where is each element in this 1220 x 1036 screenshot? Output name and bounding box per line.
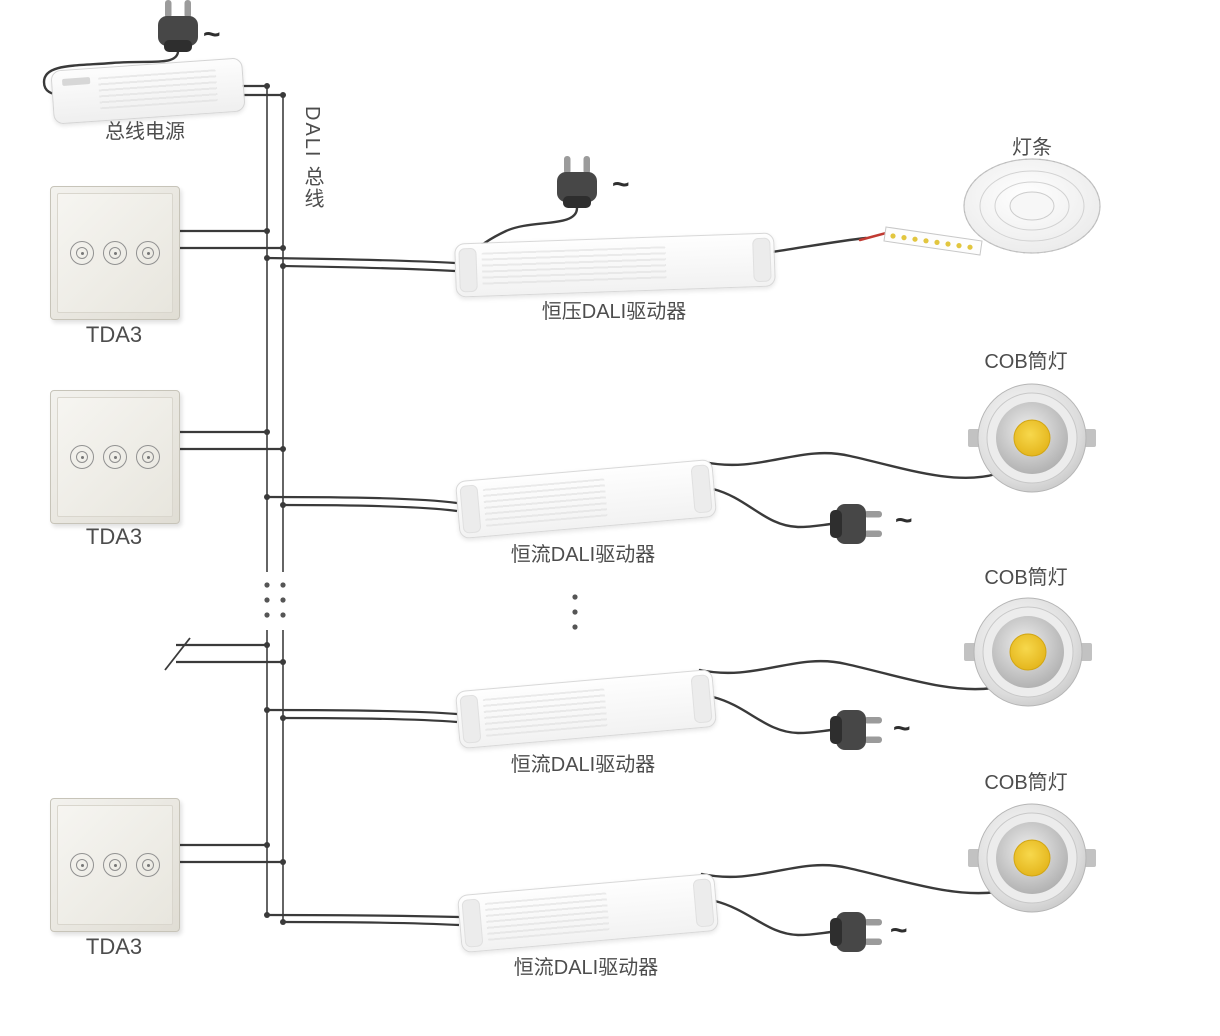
cv-driver-label: 恒压DALI驱动器 bbox=[541, 301, 687, 323]
driver-terminal-right bbox=[692, 878, 715, 928]
wire-driver4-cob bbox=[700, 863, 998, 895]
wire-bus-driver4-a bbox=[266, 913, 460, 919]
driver-terminal-left bbox=[459, 694, 482, 744]
ac-symbol-driver3: ~ bbox=[893, 712, 911, 745]
ac-symbol-mains: ~ bbox=[203, 18, 221, 51]
tda3-label-1: TDA3 bbox=[85, 322, 143, 347]
tda3-panel-1-face bbox=[57, 193, 173, 313]
cc-driver-label-1: 恒流DALI驱动器 bbox=[510, 544, 656, 566]
psu-print bbox=[97, 69, 218, 110]
wire-bus-driver2-a bbox=[266, 495, 458, 505]
touch-button bbox=[103, 445, 127, 469]
driver-terminal-left bbox=[458, 247, 478, 293]
touch-button bbox=[70, 241, 94, 265]
ac-symbol-driver1: ~ bbox=[612, 168, 630, 201]
ac-symbol-driver4: ~ bbox=[890, 914, 908, 947]
ac-symbol-driver2: ~ bbox=[895, 504, 913, 537]
power-plug-driver3 bbox=[830, 710, 882, 750]
wire-mains-to-psu bbox=[42, 50, 180, 97]
cob-label-2: COB筒灯 bbox=[984, 567, 1068, 589]
wire-driver3-plug bbox=[711, 695, 833, 735]
cc-driver-label-3: 恒流DALI驱动器 bbox=[513, 957, 659, 979]
driver-print bbox=[481, 246, 667, 287]
wire-bus-driver2-b bbox=[282, 503, 458, 513]
driver-terminal-right bbox=[690, 674, 713, 724]
driver-terminal-left bbox=[461, 898, 484, 948]
tda3-panel-1 bbox=[50, 186, 180, 320]
psu-logo bbox=[61, 77, 91, 86]
led-strip-coil bbox=[963, 158, 1101, 254]
power-plug-driver4 bbox=[830, 912, 882, 952]
tda3-panel-2 bbox=[50, 390, 180, 524]
power-plug-driver1 bbox=[557, 156, 597, 208]
wire-bus-driver1-b bbox=[282, 264, 456, 273]
bus-junction-dots bbox=[264, 83, 286, 925]
touch-button bbox=[70, 445, 94, 469]
dali-bus-label: DALI 总线 bbox=[301, 106, 323, 211]
driver-print bbox=[482, 478, 608, 527]
led-strip-label: 灯条 bbox=[1012, 137, 1052, 159]
wire-driver4-plug bbox=[713, 899, 833, 937]
tda3-panel-2-face bbox=[57, 397, 173, 517]
touch-button bbox=[136, 445, 160, 469]
driver-terminal-right bbox=[752, 237, 772, 283]
wire-driver2-cob bbox=[702, 451, 998, 480]
wire-driver2-plug bbox=[711, 487, 833, 529]
wire-bus-driver3-b bbox=[282, 716, 458, 724]
cc-driver-label-2: 恒流DALI驱动器 bbox=[510, 754, 656, 776]
bus-continuation-dots bbox=[264, 582, 286, 618]
cob-label-1: COB筒灯 bbox=[984, 351, 1068, 373]
wire-driver3-cob bbox=[698, 659, 994, 691]
cob-label-3: COB筒灯 bbox=[984, 772, 1068, 794]
cob-downlight-3 bbox=[967, 803, 1097, 913]
wire-driver1-strip bbox=[770, 236, 868, 254]
wire-bus-driver1-a bbox=[266, 256, 456, 265]
bus-power-label: 总线电源 bbox=[105, 121, 185, 143]
touch-button bbox=[70, 853, 94, 877]
tda3-label-3: TDA3 bbox=[85, 934, 143, 959]
tda3-panel-3-face bbox=[57, 805, 173, 925]
power-plug-driver2 bbox=[830, 504, 882, 544]
driver-terminal-right bbox=[690, 464, 713, 514]
driver-continuation-dots bbox=[572, 594, 578, 630]
led-strip-chips bbox=[890, 233, 973, 250]
power-plug-mains bbox=[158, 0, 198, 52]
touch-button bbox=[103, 241, 127, 265]
wire-bus-driver4-b bbox=[282, 920, 460, 927]
led-strip-ribbon bbox=[883, 226, 983, 256]
cv-dali-driver bbox=[454, 232, 776, 298]
driver-print bbox=[484, 892, 610, 941]
driver-print bbox=[482, 688, 608, 737]
touch-button bbox=[136, 853, 160, 877]
tda3-label-2: TDA3 bbox=[85, 524, 143, 549]
driver-terminal-left bbox=[459, 484, 482, 534]
touch-button bbox=[103, 853, 127, 877]
touch-button bbox=[136, 241, 160, 265]
wire-bus-driver3-a bbox=[266, 708, 458, 716]
tda3-panel-3 bbox=[50, 798, 180, 932]
wire-break-mark bbox=[164, 637, 191, 671]
